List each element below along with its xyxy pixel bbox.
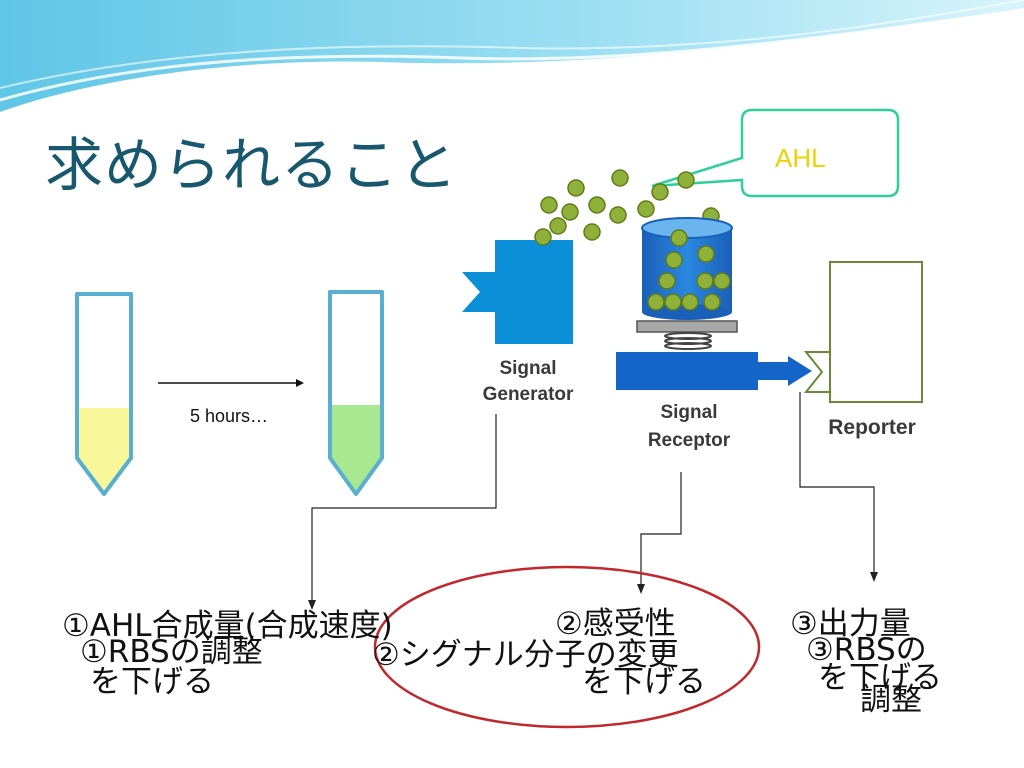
rbs-adjust-text-1: ①RBSの調整: [80, 634, 263, 670]
rbs-adjust-text-3: ③RBSの: [806, 632, 927, 668]
lower-text-1: を下げる: [90, 664, 214, 700]
arrowhead-reporter: [870, 572, 878, 582]
connector-reporter: [799, 392, 875, 574]
ahl-amount-text: ①AHL合成量(合成速度): [62, 608, 393, 644]
connector-receptor: [640, 472, 682, 586]
header-wave: [0, 0, 1024, 112]
arrowhead-receptor: [637, 584, 645, 594]
signal-generator-label-line2: Generator: [482, 384, 574, 405]
signal-receptor-arrow: [616, 352, 812, 390]
time-arrow: [158, 379, 304, 387]
ahl-callout-label: AHL: [775, 143, 826, 173]
sensitivity-text: ②感受性: [555, 606, 676, 642]
lower-text-3: を下げる: [818, 660, 942, 696]
output-amount-text: ③出力量: [790, 606, 911, 642]
test-tube-after: [328, 290, 384, 496]
signal-generator-label: Signal Generator: [466, 356, 590, 408]
signal-molecule-change-text: ②シグナル分子の変更: [372, 637, 679, 673]
slide-title: 求められること: [45, 131, 459, 199]
ahl-molecules: [534, 169, 720, 246]
reporter-label: Reporter: [828, 416, 916, 439]
lower-text-2: を下げる: [582, 664, 706, 700]
signal-receptor-label-line1: Signal: [660, 402, 718, 423]
connector-generator: [311, 414, 497, 602]
receptor-spring: [636, 320, 738, 350]
arrowhead-generator: [308, 600, 316, 610]
time-label: 5 hours…: [190, 406, 269, 426]
highlight-ellipse: [373, 565, 761, 729]
signal-generator-block: [462, 240, 573, 344]
adjust-text-3: 調整: [860, 682, 922, 718]
signal-receptor-label: Signal Receptor: [630, 399, 748, 455]
signal-receptor-label-line2: Receptor: [647, 430, 731, 451]
test-tube-before: [75, 292, 133, 496]
signal-generator-label-line1: Signal: [499, 358, 557, 379]
ahl-callout: [651, 108, 900, 198]
reporter-block: [803, 261, 923, 403]
receptor-molecules: [647, 229, 731, 311]
